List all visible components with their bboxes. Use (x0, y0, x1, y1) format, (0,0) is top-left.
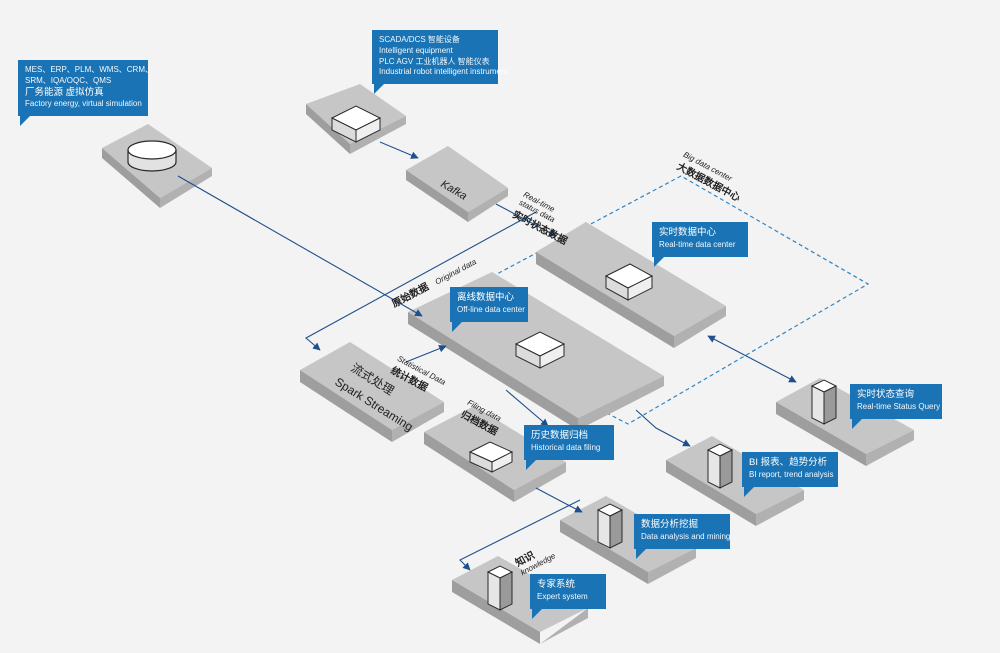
callout-mining: 数据分析挖掘 Data analysis and mining (634, 514, 730, 559)
history-cube-icon (468, 441, 514, 473)
callout-sources: MES、ERP、PLM、WMS、CRM、 SRM、IQA/OQC、QMS 厂务能… (18, 60, 153, 127)
offline-cube-icon (514, 331, 566, 369)
server-mining-icon (596, 503, 624, 549)
platform-bi (666, 436, 804, 526)
platform-mining (560, 496, 696, 584)
database-icon (127, 140, 177, 172)
callout-devices: SCADA/DCS 智能设备 Intelligent equipment PLC… (372, 30, 508, 95)
platform-kafka (406, 146, 508, 222)
arrow-realtime-to-status (707, 335, 797, 383)
realtime-cube-icon (604, 263, 654, 301)
callout-history-filing: 历史数据归档 Historical data filing (524, 425, 614, 470)
arrow-sources-to-offline (177, 175, 423, 317)
callout-offline-center: 离线数据中心 Off-line data center (450, 287, 528, 332)
callout-realtime-center: 实时数据中心 Real-time data center (652, 222, 748, 267)
arrow-offline-to-bi (635, 409, 691, 447)
platform-status-query (776, 378, 914, 466)
arrow-knowledge-to-expert (459, 499, 581, 571)
callout-bi: BI 报表、趋势分析 BI report, trend analysis (742, 452, 838, 497)
arrow-offline-to-history (505, 389, 549, 427)
arrow-spark-to-offline (405, 344, 447, 363)
platform-expert (452, 556, 588, 644)
server-bi-icon (706, 443, 734, 489)
callout-status-query: 实时状态查询 Real-time Status Query (850, 384, 942, 429)
server-expert-icon (486, 565, 514, 611)
server-status-icon (810, 379, 838, 425)
arrow-kafka-to-realtime (495, 203, 557, 237)
arrow-original-to-spark (305, 211, 537, 351)
callout-expert: 专家系统 Expert system (530, 574, 606, 619)
arrow-devices-to-kafka (379, 141, 419, 159)
device-cube-icon (330, 105, 382, 143)
platform-spark (300, 342, 444, 442)
arrow-history-to-mining (535, 487, 583, 513)
